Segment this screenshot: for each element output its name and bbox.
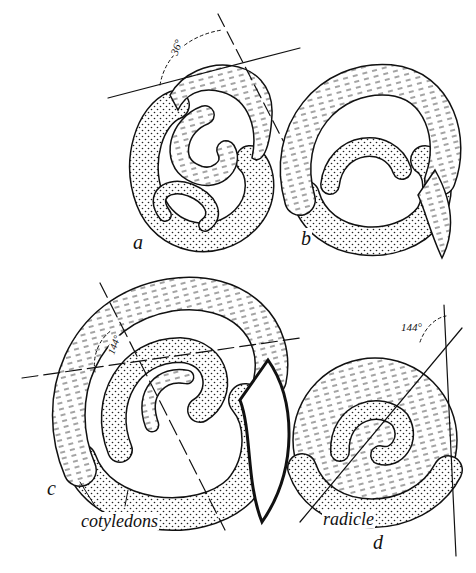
figure-letter: d: [372, 532, 384, 552]
embryo-c: [22, 283, 338, 530]
figure-letter: a: [132, 232, 144, 252]
part-label: cotyledons: [80, 512, 159, 530]
part-label: radicle: [322, 510, 375, 528]
angle-label: 144°: [106, 333, 123, 356]
angle-label: 144°: [400, 322, 423, 333]
figure-letter: b: [300, 228, 312, 248]
angle-label: 36°: [169, 37, 185, 57]
embryo-d: [293, 305, 462, 556]
embryo-b: [296, 80, 451, 258]
figure-letter: c: [46, 478, 57, 498]
